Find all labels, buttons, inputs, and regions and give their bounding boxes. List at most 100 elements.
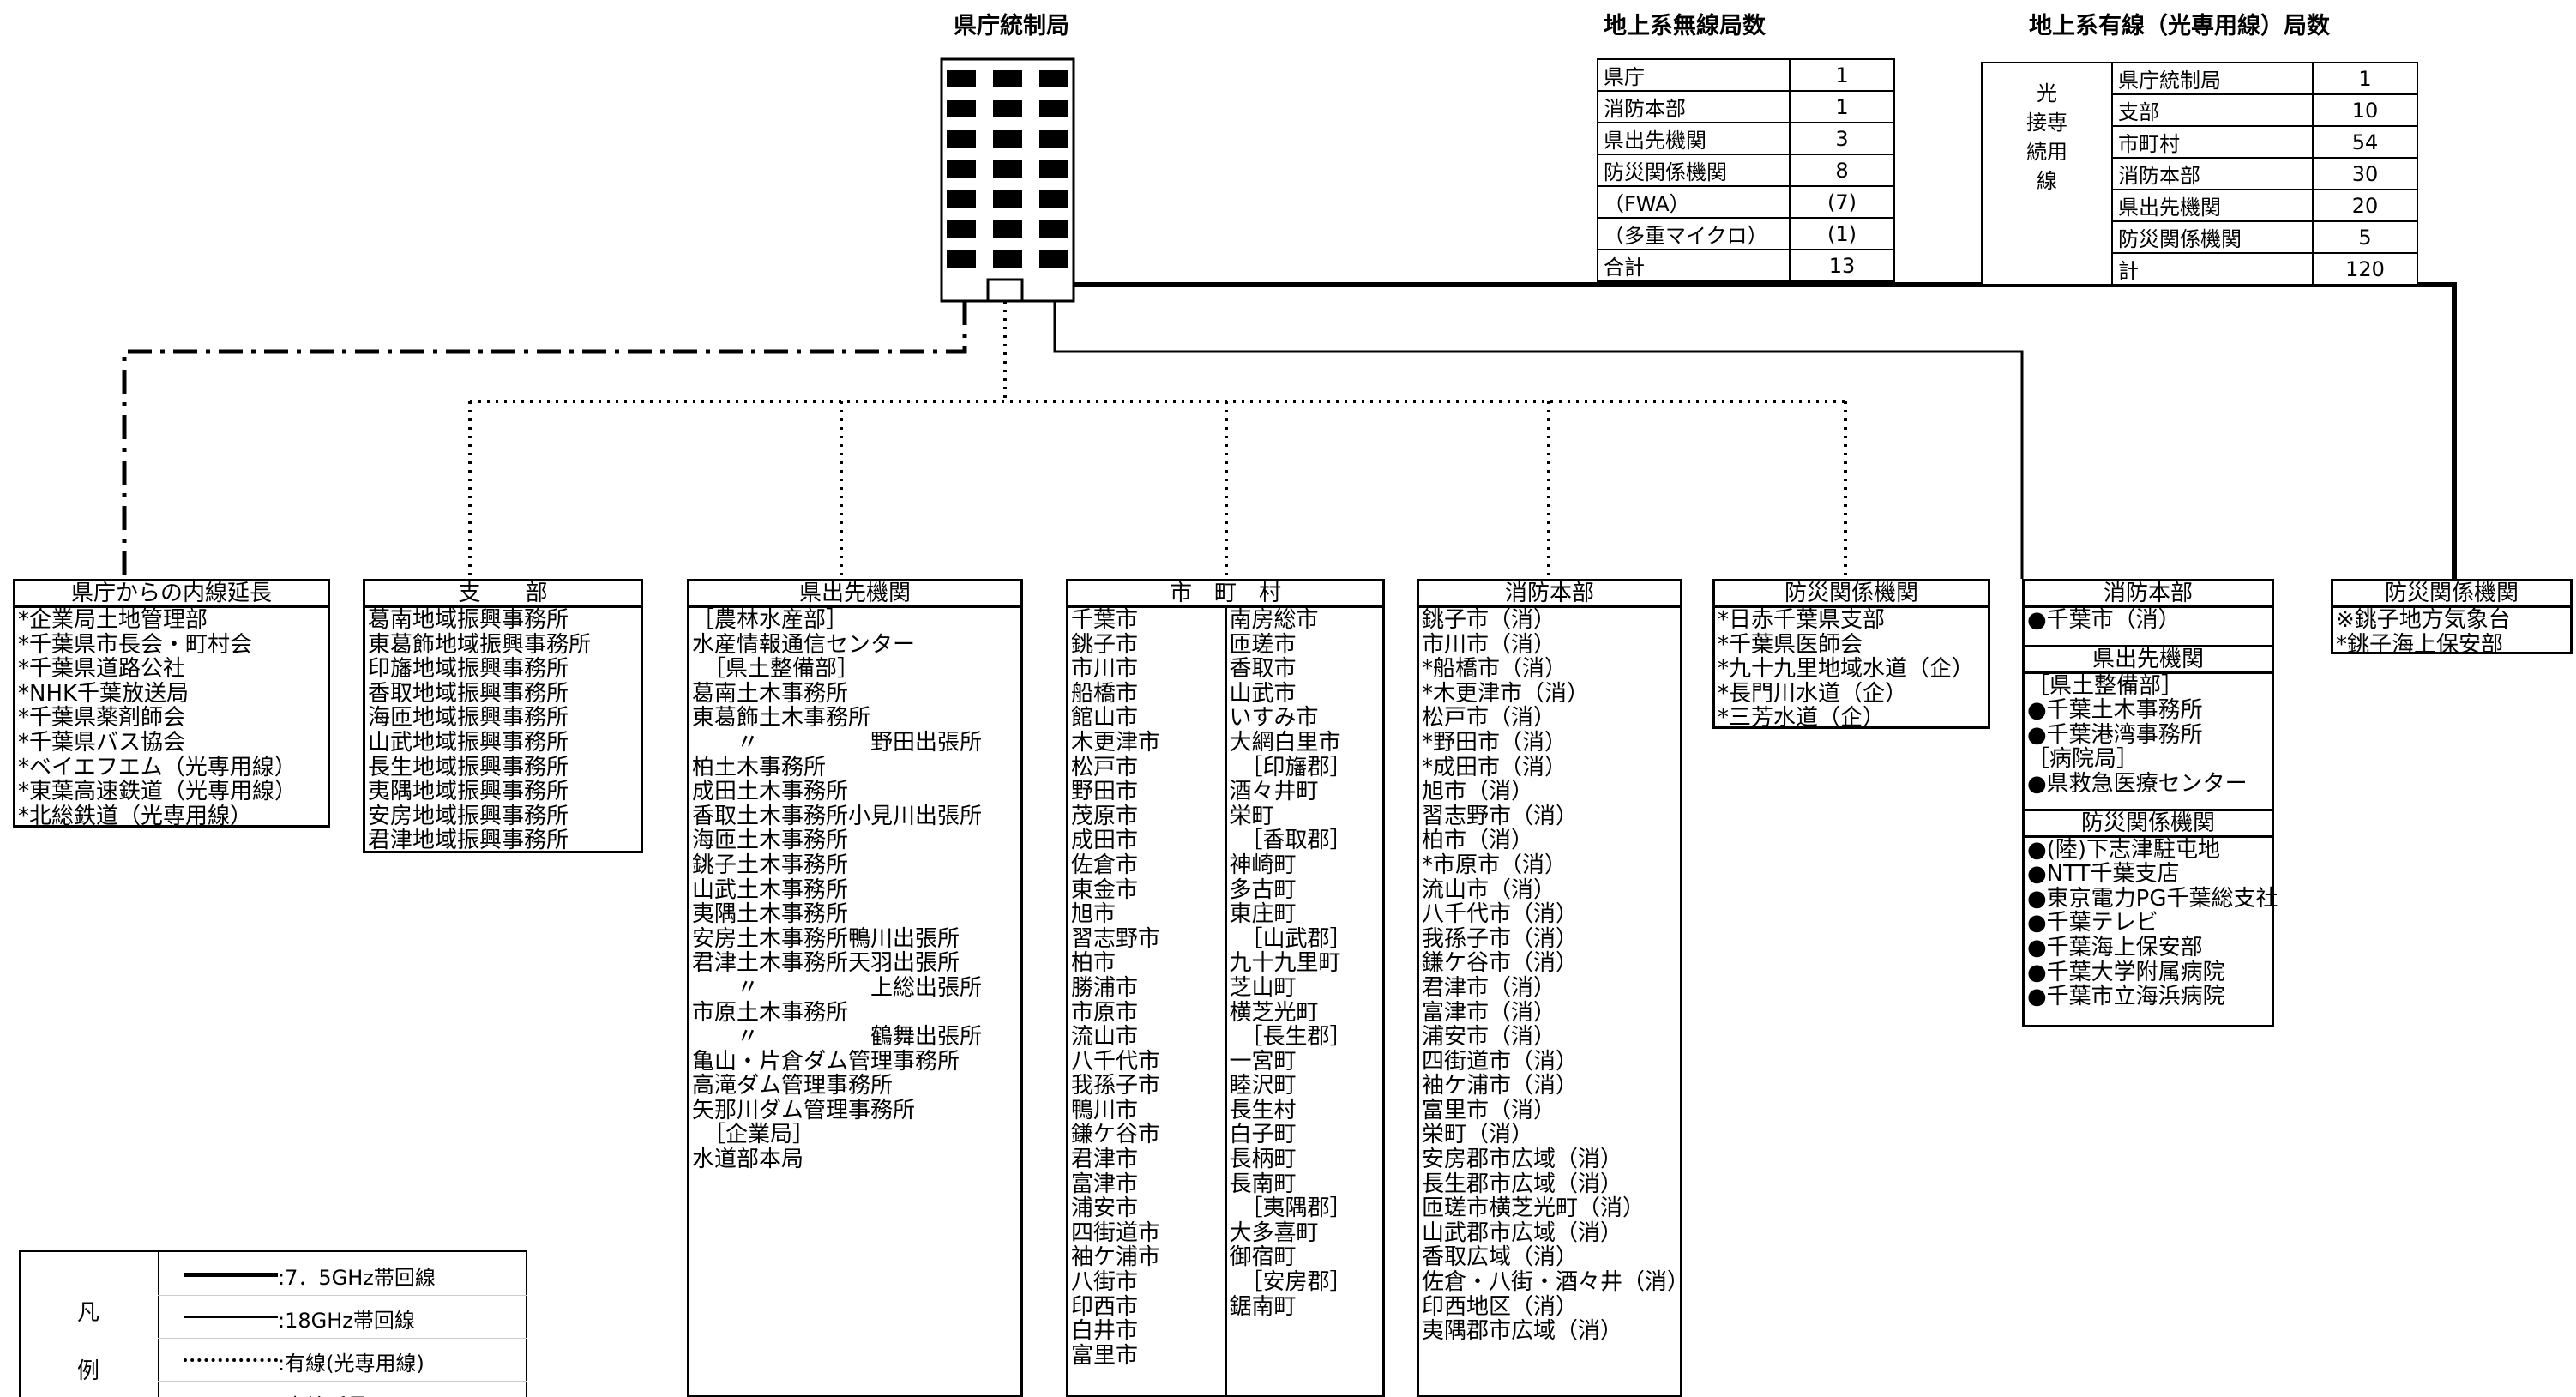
wired-count-name: 消防本部 <box>2111 157 2314 190</box>
wireless-count-name: 県出先機関 <box>1597 122 1791 155</box>
branch-item: 香取地域振興事務所 <box>368 680 569 707</box>
chiba-disaster-item: ●(陸)下志津駐屯地 <box>2027 836 2220 863</box>
internal-extension-item: *千葉県市長会・町村会 <box>18 631 253 658</box>
pref-office-item: 成田土木事務所 <box>692 779 849 805</box>
fire-dept-item: 習志野市（消） <box>1422 803 1579 829</box>
pref-office-item: 〃 野田出張所 <box>692 729 983 756</box>
municipal-item: 茂原市 <box>1071 803 1139 829</box>
wired-count-name: 防災関係機関 <box>2111 220 2314 254</box>
chiba-pref-office-item: ［県土整備部］ <box>2027 672 2184 699</box>
legend-label-internal: :内線延長 <box>278 1389 367 1397</box>
legend-swatch-18ghz <box>184 1316 278 1318</box>
fire-dept-item: 我孫子市（消） <box>1422 925 1579 952</box>
wireless-count-row: （FWA）(7) <box>1597 185 1895 219</box>
municipal-item: ［安房郡］ <box>1229 1269 1352 1296</box>
pref-office-item: 高滝ダム管理事務所 <box>692 1073 894 1099</box>
legend-row-internal: :内線延長 <box>158 1381 527 1397</box>
branch-item: 葛南地域振興事務所 <box>368 607 569 633</box>
chiba-fire-item: ●千葉市（消） <box>2027 607 2181 633</box>
municipal-item: いすみ市 <box>1229 705 1319 732</box>
municipal-item: 印西市 <box>1071 1293 1139 1320</box>
chiba-pref-office-title: 県出先機関 <box>2025 644 2272 674</box>
pref-office-item: 君津土木事務所天羽出張所 <box>692 950 960 977</box>
wired-count-value: 120 <box>2312 252 2418 286</box>
municipal-item: 君津市 <box>1071 1147 1139 1173</box>
municipal-item: 木更津市 <box>1071 729 1161 756</box>
pref-office-item: 香取土木事務所小見川出張所 <box>692 803 983 829</box>
municipal-item: 大網白里市 <box>1229 729 1341 756</box>
legend-swatch-fiber <box>184 1358 278 1362</box>
pref-office-item: 〃 上総出張所 <box>692 974 983 1001</box>
chiba-pref-office-item: ●千葉土木事務所 <box>2027 697 2203 724</box>
municipal-item: 袖ケ浦市 <box>1071 1244 1161 1271</box>
pref-office-item: ［農林水産部］ <box>692 607 849 633</box>
municipal-item: 香取市 <box>1229 656 1297 683</box>
wireless-count-value: (1) <box>1789 217 1895 250</box>
wireless-count-value: 3 <box>1789 122 1895 155</box>
municipal-item: 市原市 <box>1071 999 1139 1026</box>
fire-dept-item: 鎌ケ谷市（消） <box>1422 950 1579 977</box>
branch-item: 海匝地域振興事務所 <box>368 705 569 732</box>
municipal-item: 多古町 <box>1229 876 1297 903</box>
chiba-fire-title: 消防本部 <box>2025 581 2272 608</box>
municipal-item: 八街市 <box>1071 1269 1139 1296</box>
municipal-item: 流山市 <box>1071 1024 1139 1051</box>
internal-extension-item: *ベイエフエム（光専用線） <box>18 754 297 780</box>
internal-extension-title: 県庁からの内線延長 <box>15 581 328 608</box>
chiba-pref-office-item: ●県救急医療センター <box>2027 770 2248 797</box>
fire-dept-item: 市川市（消） <box>1422 631 1556 658</box>
chiba-disaster-title: 防災関係機関 <box>2025 808 2272 838</box>
internal-extension-item: *東葉高速鉄道（光専用線） <box>18 779 298 805</box>
internal-extension-box: 県庁からの内線延長 *企業局土地管理部*千葉県市長会・町村会*千葉県道路公社*N… <box>13 579 330 828</box>
fire-dept-item: 旭市（消） <box>1422 779 1534 805</box>
chiba-disaster-item: ●千葉テレビ <box>2027 910 2158 936</box>
municipal-item: 旭市 <box>1071 901 1116 928</box>
municipal-item: ［長生郡］ <box>1229 1024 1352 1051</box>
pref-office-item: 〃 鶴舞出張所 <box>692 1024 983 1051</box>
pref-office-item: 葛南土木事務所 <box>692 680 849 707</box>
wired-count-title: 地上系有線（光専用線）局数 <box>2029 13 2330 39</box>
building-icon <box>940 57 1075 303</box>
fire-dept-title: 消防本部 <box>1419 581 1680 608</box>
legend-head-2: 例 <box>77 1358 100 1384</box>
wired-count-value: 30 <box>2312 157 2418 190</box>
disaster-agency-item: *長門川水道（企） <box>1718 680 1908 707</box>
fire-dept-item: 銚子市（消） <box>1422 607 1556 633</box>
wireless-count-value: 1 <box>1789 90 1895 123</box>
fire-dept-item: 山武郡市広域（消） <box>1422 1219 1623 1246</box>
municipal-item: 芝山町 <box>1229 974 1297 1001</box>
fire-dept-item: 夷隅郡市広域（消） <box>1422 1318 1623 1345</box>
municipal-item: 船橋市 <box>1071 680 1139 707</box>
wired-count-value: 1 <box>2312 62 2418 95</box>
fire-dept-item: 長生郡市広域（消） <box>1422 1171 1623 1197</box>
municipal-item: 富津市 <box>1071 1171 1139 1197</box>
chiba-disaster-item: ●千葉大学附属病院 <box>2027 959 2225 985</box>
branch-item: 長生地域振興事務所 <box>368 754 569 780</box>
internal-extension-item: *NHK千葉放送局 <box>18 680 190 707</box>
fire-dept-item: 香取広域（消） <box>1422 1244 1579 1271</box>
legend-label-fiber: :有線(光専用線) <box>278 1352 424 1376</box>
fire-dept-item: *市原市（消） <box>1422 852 1568 878</box>
fire-dept-item: 袖ケ浦市（消） <box>1422 1073 1579 1099</box>
fire-dept-item: 印西地区（消） <box>1422 1293 1579 1320</box>
internal-extension-item: *企業局土地管理部 <box>18 607 208 633</box>
pref-office-item: 水産情報通信センター <box>692 631 916 658</box>
internal-extension-item: *千葉県道路公社 <box>18 656 186 683</box>
municipal-item: 長南町 <box>1229 1171 1297 1197</box>
pref-office-item: 亀山・片倉ダム管理事務所 <box>692 1048 960 1075</box>
wired-count-name: 支部 <box>2111 93 2314 127</box>
fire-dept-item: 流山市（消） <box>1422 876 1556 903</box>
municipal-item: 大多喜町 <box>1229 1219 1319 1246</box>
municipal-item: 神崎町 <box>1229 852 1297 878</box>
wireless-count-title: 地上系無線局数 <box>1604 13 1766 39</box>
wired-count-value: 5 <box>2312 220 2418 254</box>
disaster-agency-item: *千葉県医師会 <box>1718 631 1863 658</box>
municipal-item: 長柄町 <box>1229 1147 1297 1173</box>
municipal-item: 我孫子市 <box>1071 1073 1161 1099</box>
